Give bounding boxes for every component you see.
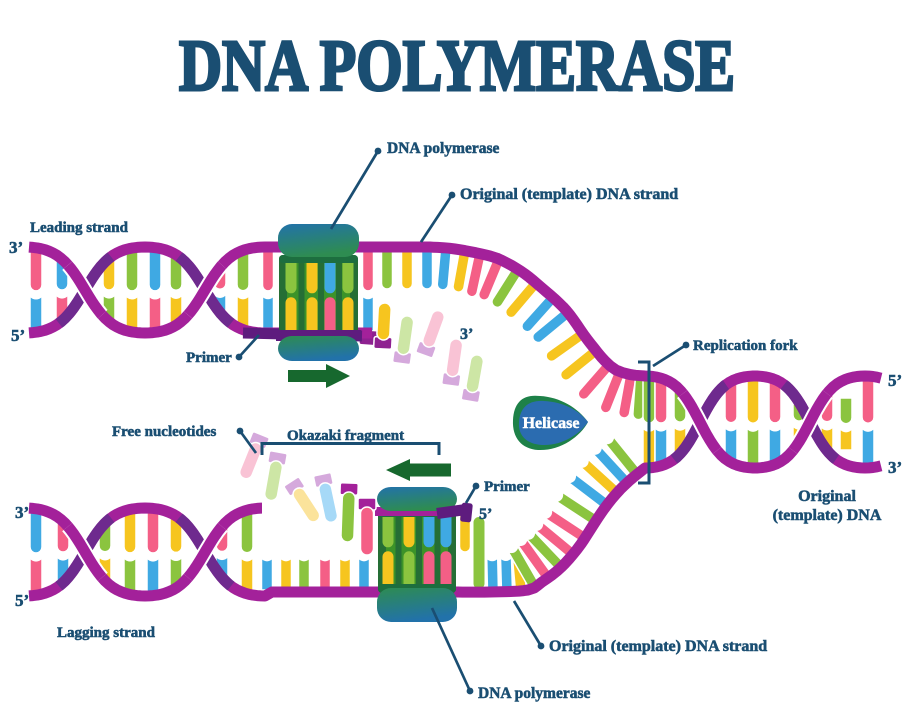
svg-text:DNA POLYMERASE: DNA POLYMERASE: [179, 25, 735, 106]
svg-text:Leading strand: Leading strand: [30, 220, 129, 236]
svg-text:3’: 3’: [15, 503, 29, 522]
svg-text:Primer: Primer: [484, 479, 530, 495]
svg-text:Original: Original: [798, 488, 856, 505]
svg-text:5’: 5’: [11, 326, 25, 345]
svg-text:3’: 3’: [9, 238, 23, 257]
svg-text:Okazaki fragment: Okazaki fragment: [287, 428, 404, 444]
svg-text:DNA polymerase: DNA polymerase: [387, 140, 499, 157]
svg-text:Primer: Primer: [186, 350, 232, 366]
svg-text:3’: 3’: [460, 326, 473, 343]
svg-text:3’: 3’: [888, 458, 902, 477]
svg-text:Original (template) DNA strand: Original (template) DNA strand: [549, 638, 767, 655]
svg-text:5’: 5’: [15, 591, 29, 610]
svg-text:Helicase: Helicase: [523, 415, 580, 432]
svg-text:Replication fork: Replication fork: [693, 338, 798, 354]
svg-text:DNA polymerase: DNA polymerase: [478, 685, 590, 702]
svg-text:Free nucleotides: Free nucleotides: [112, 424, 216, 440]
svg-text:5’: 5’: [479, 506, 492, 523]
svg-text:Original (template) DNA strand: Original (template) DNA strand: [460, 186, 678, 203]
svg-text:5’: 5’: [888, 371, 902, 390]
svg-text:(template) DNA: (template) DNA: [773, 507, 882, 524]
svg-text:Lagging strand: Lagging strand: [57, 625, 156, 641]
